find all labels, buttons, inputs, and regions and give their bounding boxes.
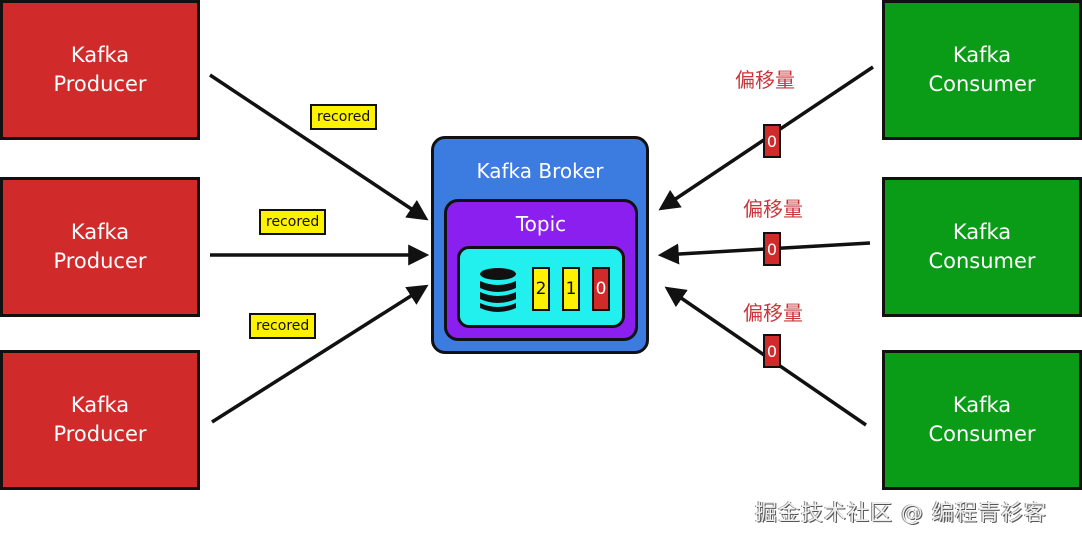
consumer-label-2b: Consumer [928, 249, 1036, 273]
watermark: 掘金技术社区 @ 编程青衫客 [755, 501, 1047, 526]
consumer-label-3: Kafka [952, 393, 1012, 417]
offset-label-1: 偏移量 [735, 68, 795, 92]
offset-chip-1: 0 [763, 124, 781, 158]
record-tag-3: recored [249, 313, 317, 339]
producer-label-1b: Producer [53, 72, 147, 96]
offset-cell-0: 0 [592, 267, 610, 311]
producer-label-3b: Producer [53, 422, 147, 446]
consumer-box-3: Kafka Consumer [882, 350, 1082, 490]
record-tag-2: recored [259, 209, 327, 235]
producer-label-2: Kafka [70, 220, 130, 244]
offset-label-2: 偏移量 [743, 197, 803, 221]
offset-cell-1: 1 [562, 267, 580, 311]
producer-label-1: Kafka [70, 43, 130, 67]
topic-box: Topic 2 1 0 [444, 199, 638, 341]
broker-title: Kafka Broker [476, 159, 604, 183]
consumer-label-3b: Consumer [928, 422, 1036, 446]
producer-box-3: Kafka Producer [0, 350, 200, 490]
consumer-box-1: Kafka Consumer [882, 0, 1082, 140]
record-tag-1: recored [310, 104, 378, 130]
producer-box-2: Kafka Producer [0, 177, 200, 317]
arrow-producer-1 [209, 73, 429, 221]
consumer-label-1: Kafka [952, 43, 1012, 67]
offset-label-3: 偏移量 [743, 301, 803, 325]
consumer-label-1b: Consumer [928, 72, 1036, 96]
kafka-broker: Kafka Broker Topic 2 1 0 [431, 136, 649, 354]
offset-cell-2: 2 [532, 267, 550, 311]
offset-chip-3: 0 [763, 334, 781, 368]
offset-chip-2: 0 [763, 232, 781, 266]
producer-label-3: Kafka [70, 393, 130, 417]
consumer-label-2: Kafka [952, 220, 1012, 244]
producer-label-2b: Producer [53, 249, 147, 273]
producer-box-1: Kafka Producer [0, 0, 200, 140]
arrow-producer-3 [211, 284, 429, 424]
database-icon [480, 268, 516, 312]
consumer-box-2: Kafka Consumer [882, 177, 1082, 317]
partition-box: 2 1 0 [457, 246, 625, 328]
topic-title: Topic [515, 212, 567, 236]
